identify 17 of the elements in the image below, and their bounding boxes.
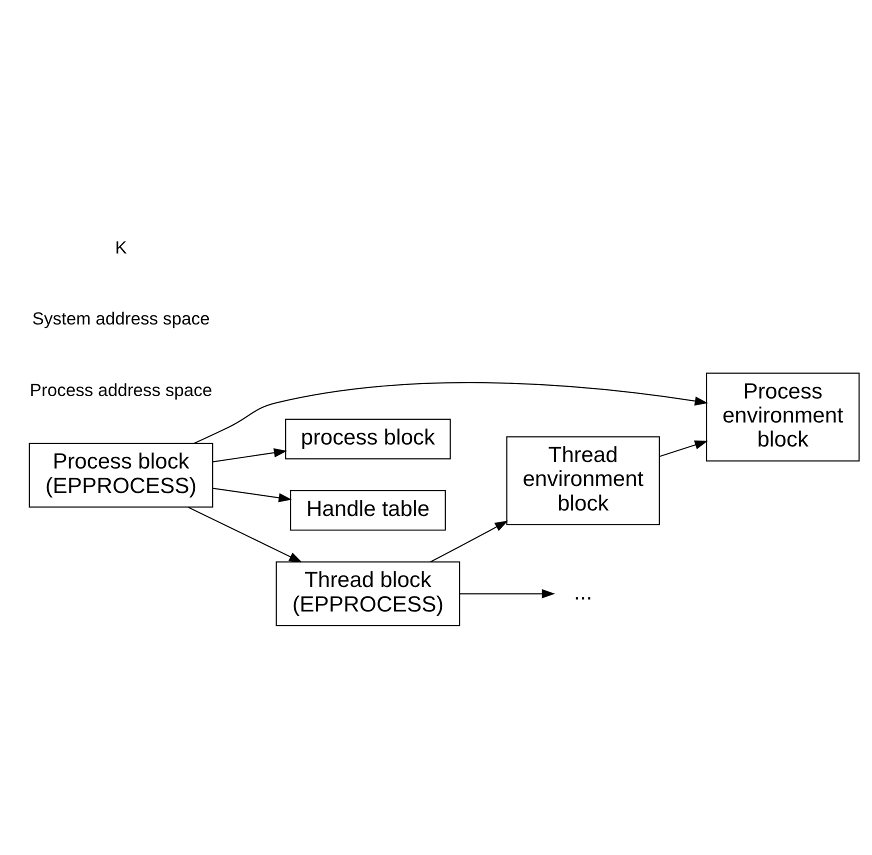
label: K [115,237,127,258]
node-box: process block [285,418,451,460]
arrow [188,506,302,563]
node-box: Handle table [290,490,446,531]
node-text: ... [574,579,592,604]
arrow [212,488,292,502]
node-box: Thread block (EPPROCESS) [276,561,460,626]
node-box: Process block (EPPROCESS) [28,442,214,508]
arrow [194,382,708,444]
arrow [460,589,556,598]
arrow [659,440,708,457]
node-box: Process environment block [706,372,860,462]
label: Process address space [30,380,212,400]
arrow [212,448,288,462]
label: System address space [32,308,210,329]
arrow [430,520,508,562]
node-box: Thread environment block [506,436,660,526]
